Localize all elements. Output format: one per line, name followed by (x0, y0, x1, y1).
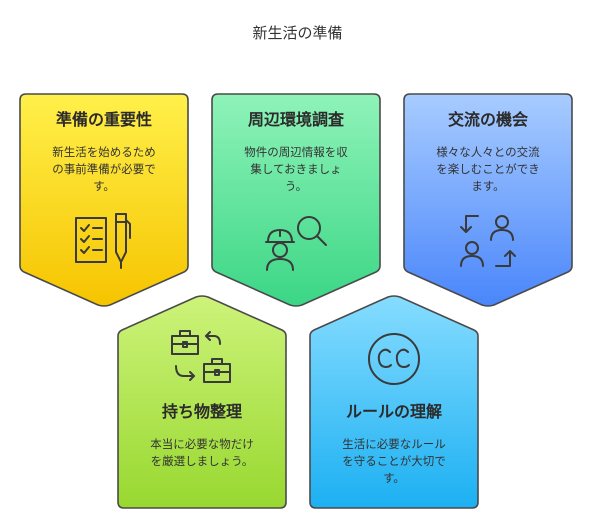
card-shape-preparation (19, 93, 189, 307)
worker-search-icon (265, 216, 327, 271)
card-desc-line: を守ることが大切で (342, 454, 446, 468)
card-title-belongings: 持ち物整理 (161, 402, 242, 421)
card-desc-line: う。 (284, 179, 308, 193)
card-shape-surroundings (211, 93, 381, 307)
card-title-surroundings: 周辺環境調査 (247, 110, 344, 129)
page-title: 新生活の準備 (252, 24, 343, 42)
card-desc-line: 物件の周辺情報を収 (244, 145, 348, 159)
card-desc-line: 集しておきましょ (250, 162, 342, 176)
card-desc-surroundings: 物件の周辺情報を収 集しておきましょ う。 (216, 144, 376, 195)
card-title-exchange: 交流の機会 (447, 110, 528, 129)
card-desc-line: 様々な人々との交流 (436, 145, 540, 159)
card-title-preparation: 準備の重要性 (55, 110, 152, 129)
people-exchange-icon (460, 215, 516, 267)
card-desc-line: ます。 (471, 179, 505, 193)
card-desc-line: 生活に必要なルール (342, 437, 446, 451)
card-shape-rules (309, 295, 479, 509)
card-desc-exchange: 様々な人々との交流 を楽しむことができ ます。 (408, 144, 568, 195)
card-shape-belongings (117, 295, 287, 509)
card-desc-preparation: 新生活を始めるため の事前準備が必要で す。 (24, 144, 184, 195)
card-desc-line: す。 (93, 179, 115, 193)
card-shape-exchange (403, 93, 573, 307)
document-pen-icon (75, 213, 131, 269)
card-desc-rules: 生活に必要なルール を守ることが大切で す。 (314, 436, 474, 487)
card-desc-line: を厳選しましょう。 (150, 454, 254, 468)
card-desc-line: す。 (383, 471, 405, 485)
card-desc-belongings: 本当に必要な物だけ を厳選しましょう。 (122, 436, 282, 470)
card-desc-line: 新生活を始めるため (52, 145, 156, 159)
card-desc-line: 本当に必要な物だけ (150, 437, 254, 451)
card-desc-line: を楽しむことができ (436, 162, 540, 176)
card-title-rules: ルールの理解 (345, 402, 442, 421)
card-desc-line: の事前準備が必要で (52, 162, 156, 176)
toolbox-swap-icon (171, 330, 231, 383)
cc-icon (368, 333, 420, 385)
